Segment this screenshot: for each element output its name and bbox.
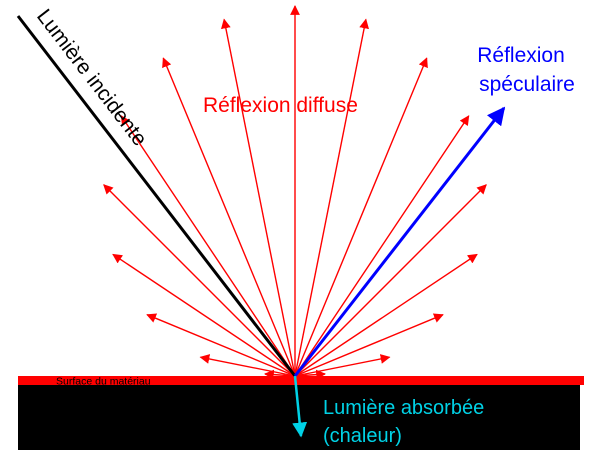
diffuse-ray <box>199 354 296 377</box>
diffuse-ray <box>294 354 391 377</box>
diffuse-ray <box>294 18 369 377</box>
diffuse-rays <box>103 5 487 380</box>
surface-label: Surface du matériau <box>56 376 151 388</box>
diffuse-ray <box>221 18 296 377</box>
diffuse-ray <box>294 184 487 377</box>
specular-label-line2: spéculaire <box>479 73 575 96</box>
diffuse-label: Réflexion diffuse <box>203 94 358 117</box>
diffuse-ray <box>162 57 296 377</box>
diffuse-ray <box>120 115 296 377</box>
incident-label: Lumière incidente <box>32 5 151 150</box>
diffuse-ray <box>294 115 470 377</box>
diffuse-ray <box>264 369 296 380</box>
diffuse-ray <box>146 313 296 377</box>
absorbed-label-line1: Lumière absorbée <box>323 397 484 419</box>
diffuse-ray <box>103 184 296 377</box>
diffuse-ray <box>294 57 428 377</box>
diffuse-ray <box>294 313 444 377</box>
diffuse-ray <box>294 253 478 377</box>
diffuse-ray <box>112 253 296 377</box>
material-surface <box>18 376 584 385</box>
absorbed-ray <box>292 375 308 438</box>
specular-label-line1: Réflexion <box>477 44 565 67</box>
incident-ray <box>16 15 297 377</box>
absorbed-label-line2: (chaleur) <box>323 425 402 447</box>
specular-ray <box>293 106 506 377</box>
